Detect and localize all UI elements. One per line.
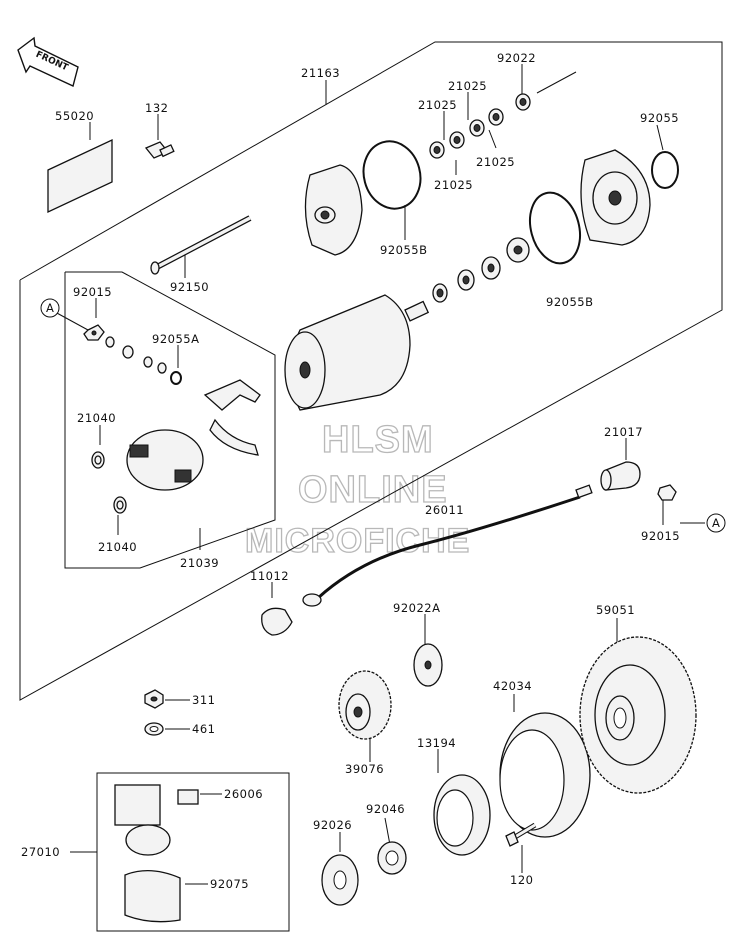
label-26011: 26011 (425, 503, 464, 517)
label-42034: 42034 (493, 679, 532, 693)
label-21039: 21039 (180, 556, 219, 570)
label-21040-b: 21040 (98, 540, 137, 554)
starter-gear-59051 (579, 636, 697, 794)
label-132: 132 (145, 101, 168, 115)
label-92150: 92150 (170, 280, 209, 294)
svg-text:A: A (46, 301, 54, 315)
washers-21025 (429, 108, 504, 159)
label-55020: 55020 (55, 109, 94, 123)
end-cover-rear (304, 164, 363, 256)
front-arrow-icon: FRONT (17, 36, 79, 87)
label-13194: 13194 (417, 736, 456, 750)
starter-parts: A A (40, 93, 726, 923)
label-21025-b: 21025 (418, 98, 457, 112)
ref-mark-left: A (40, 298, 60, 318)
one-way-clutch-13194 (433, 774, 491, 856)
nut-92015-left (83, 324, 105, 341)
label-461: 461 (192, 722, 215, 736)
label-26006: 26006 (224, 787, 263, 801)
o-ring-92055B-lower (529, 191, 581, 265)
o-ring-92055 (651, 151, 679, 189)
idler-gear-39076 (338, 670, 392, 740)
label-27010: 27010 (21, 845, 60, 859)
label-21025-c: 21025 (476, 155, 515, 169)
label-311: 311 (192, 693, 215, 707)
brush-holder-frame (64, 271, 276, 569)
label-92055A: 92055A (152, 332, 199, 346)
label-92055B-a: 92055B (380, 243, 427, 257)
brush-washers (105, 336, 167, 374)
watermark-line1: HLSM (322, 419, 434, 461)
label-92046: 92046 (366, 802, 405, 816)
spring-21040-upper (91, 451, 105, 469)
label-21017: 21017 (604, 425, 643, 439)
needle-bearing-92046 (377, 841, 407, 875)
spacer-92026 (321, 854, 359, 906)
bolt-120 (505, 822, 537, 847)
label-92015-a: 92015 (73, 285, 112, 299)
label-92075: 92075 (210, 877, 249, 891)
ref-mark-right: A (706, 513, 726, 533)
label-59051: 59051 (596, 603, 635, 617)
label-120: 120 (510, 873, 533, 887)
front-cover (580, 149, 651, 246)
cap-11012 (261, 607, 293, 636)
label-92022A: 92022A (393, 601, 440, 615)
label-21025-a: 21025 (448, 79, 487, 93)
center-washers (432, 237, 530, 303)
rubber-cover-92075 (124, 870, 181, 923)
washer-92022A (413, 643, 443, 687)
label-39076: 39076 (345, 762, 384, 776)
svg-text:A: A (712, 516, 720, 530)
label-92022: 92022 (497, 51, 536, 65)
starter-relay-27010 (114, 784, 199, 856)
label-92055B-b: 92055B (546, 295, 593, 309)
spring-21040-lower (113, 496, 127, 514)
watermark: HLSM ONLINE MICROFICHE (244, 418, 470, 560)
label-21040-a: 21040 (77, 411, 116, 425)
o-ring-92055A (170, 371, 182, 385)
part-labels: 21163 92022 55020 132 21025 21025 21025 … (21, 51, 680, 891)
nut-311 (144, 689, 164, 709)
motor-yoke (284, 294, 430, 411)
brush-holder-21039 (126, 429, 204, 491)
label-21163: 21163 (301, 66, 340, 80)
starter-assembly-frame (19, 41, 723, 701)
washer-92022 (515, 93, 531, 111)
bolt-132 (144, 141, 175, 159)
nut-92015-right (657, 484, 677, 501)
label-11012: 11012 (250, 569, 289, 583)
leader-lines (54, 64, 705, 885)
washer-461 (144, 722, 164, 736)
brush-plate (203, 379, 261, 456)
o-ring-92055B-upper (362, 140, 422, 210)
starter-lead-26011 (302, 484, 593, 607)
label-plate-55020 (47, 138, 113, 214)
terminal-boot-21017 (600, 461, 641, 491)
long-bolt-92150 (150, 215, 252, 275)
label-92055: 92055 (640, 111, 679, 125)
label-92026: 92026 (313, 818, 352, 832)
label-92015-b: 92015 (641, 529, 680, 543)
label-21025-d: 21025 (434, 178, 473, 192)
clutch-housing-42034 (499, 712, 591, 838)
